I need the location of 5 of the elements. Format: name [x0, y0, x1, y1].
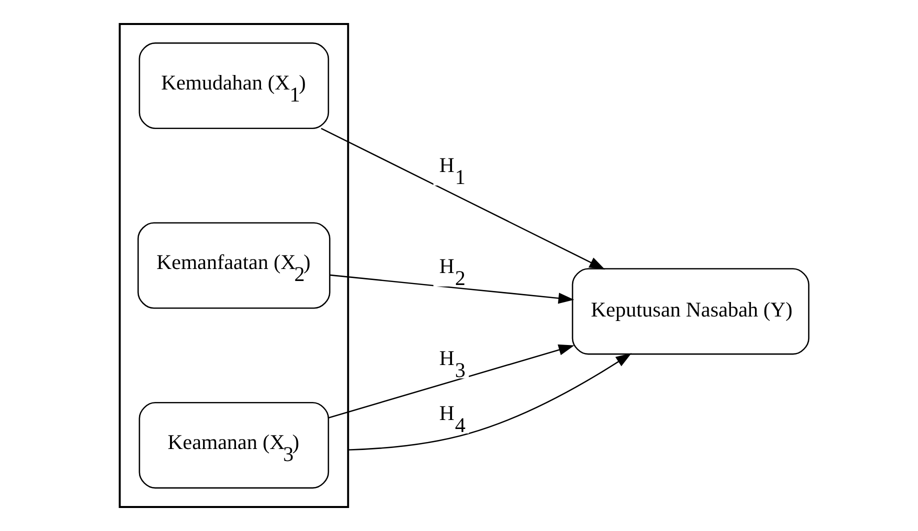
- arrow: [330, 274, 574, 304]
- cluster: [118, 23, 350, 508]
- arrow: [348, 353, 632, 450]
- node-box: Keputusan Nasabah (Y): [572, 268, 810, 355]
- arrow: [320, 128, 606, 270]
